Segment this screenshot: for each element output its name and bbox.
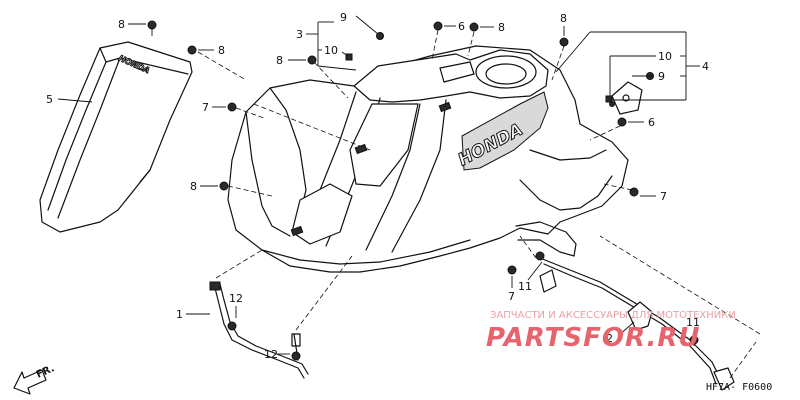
callout-1: 1 bbox=[176, 308, 183, 321]
nut-10-right[interactable] bbox=[605, 95, 613, 103]
bolt-11-stay[interactable] bbox=[535, 251, 545, 261]
callout-12: 12 bbox=[229, 292, 243, 305]
part-5-mud-panel[interactable]: HONDA bbox=[39, 41, 193, 233]
bolt-8-flap[interactable] bbox=[187, 45, 197, 55]
callout-9: 9 bbox=[340, 11, 347, 24]
clip-9-top[interactable] bbox=[376, 32, 384, 40]
bolt-8-top-right[interactable] bbox=[559, 37, 569, 47]
callout-3: 3 bbox=[296, 28, 303, 41]
callout-labels: 8 8 5 7 8 9 3 10 8 6 8 8 10 9 4 6 7 11 7… bbox=[46, 11, 709, 361]
screw-7-left[interactable] bbox=[227, 102, 237, 112]
callout-10: 10 bbox=[324, 44, 338, 57]
leader-lines bbox=[57, 15, 700, 355]
callout-8: 8 bbox=[560, 12, 567, 25]
bolt-8-left-low[interactable] bbox=[219, 181, 229, 191]
bolt-8-top-center[interactable] bbox=[469, 22, 479, 32]
nut-10-top[interactable] bbox=[345, 53, 353, 61]
part-4-plate[interactable] bbox=[609, 81, 643, 115]
callout-4: 4 bbox=[702, 60, 709, 73]
callout-8: 8 bbox=[190, 180, 197, 193]
callout-9: 9 bbox=[658, 70, 665, 83]
bolt-8-top-left[interactable] bbox=[147, 20, 157, 36]
callout-7: 7 bbox=[508, 290, 515, 303]
callout-7: 7 bbox=[660, 190, 667, 203]
callout-8: 8 bbox=[498, 21, 505, 34]
callout-12: 12 bbox=[264, 348, 278, 361]
part-main-front-fender[interactable]: HONDA bbox=[227, 45, 629, 273]
callout-6: 6 bbox=[648, 116, 655, 129]
callout-2: 2 bbox=[606, 332, 613, 345]
callout-7: 7 bbox=[202, 101, 209, 114]
part-1-fender-stay-left[interactable] bbox=[209, 281, 309, 379]
watermark: ЗАПЧАСТИ И АКСЕССУАРЫ ДЛЯ МОТОТЕХНИКИ PA… bbox=[486, 310, 736, 353]
callout-5: 5 bbox=[46, 93, 53, 106]
assembly-dash-lines bbox=[197, 29, 761, 379]
clip-6-right[interactable] bbox=[617, 117, 627, 127]
bolt-12-lower[interactable] bbox=[291, 351, 301, 361]
callout-10: 10 bbox=[658, 50, 672, 63]
front-direction-indicator: FR. bbox=[13, 363, 56, 395]
part-2-fender-stay-right[interactable] bbox=[539, 257, 735, 391]
screw-7-bottom[interactable] bbox=[507, 265, 517, 275]
callout-11: 11 bbox=[686, 316, 700, 329]
watermark-logo-text: PARTSFOR.RU bbox=[486, 323, 700, 353]
callout-11: 11 bbox=[518, 280, 532, 293]
diagram-code: HF7A- F0600 bbox=[706, 382, 772, 393]
callout-8: 8 bbox=[218, 44, 225, 57]
bolt-12-upper[interactable] bbox=[227, 321, 237, 331]
screw-7-right[interactable] bbox=[629, 187, 639, 197]
front-arrow-icon bbox=[13, 369, 47, 395]
callout-6: 6 bbox=[458, 20, 465, 33]
callout-8: 8 bbox=[276, 54, 283, 67]
clip-6-top[interactable] bbox=[433, 21, 443, 31]
callout-8: 8 bbox=[118, 18, 125, 31]
watermark-tagline: ЗАПЧАСТИ И АКСЕССУАРЫ ДЛЯ МОТОТЕХНИКИ bbox=[490, 310, 736, 321]
